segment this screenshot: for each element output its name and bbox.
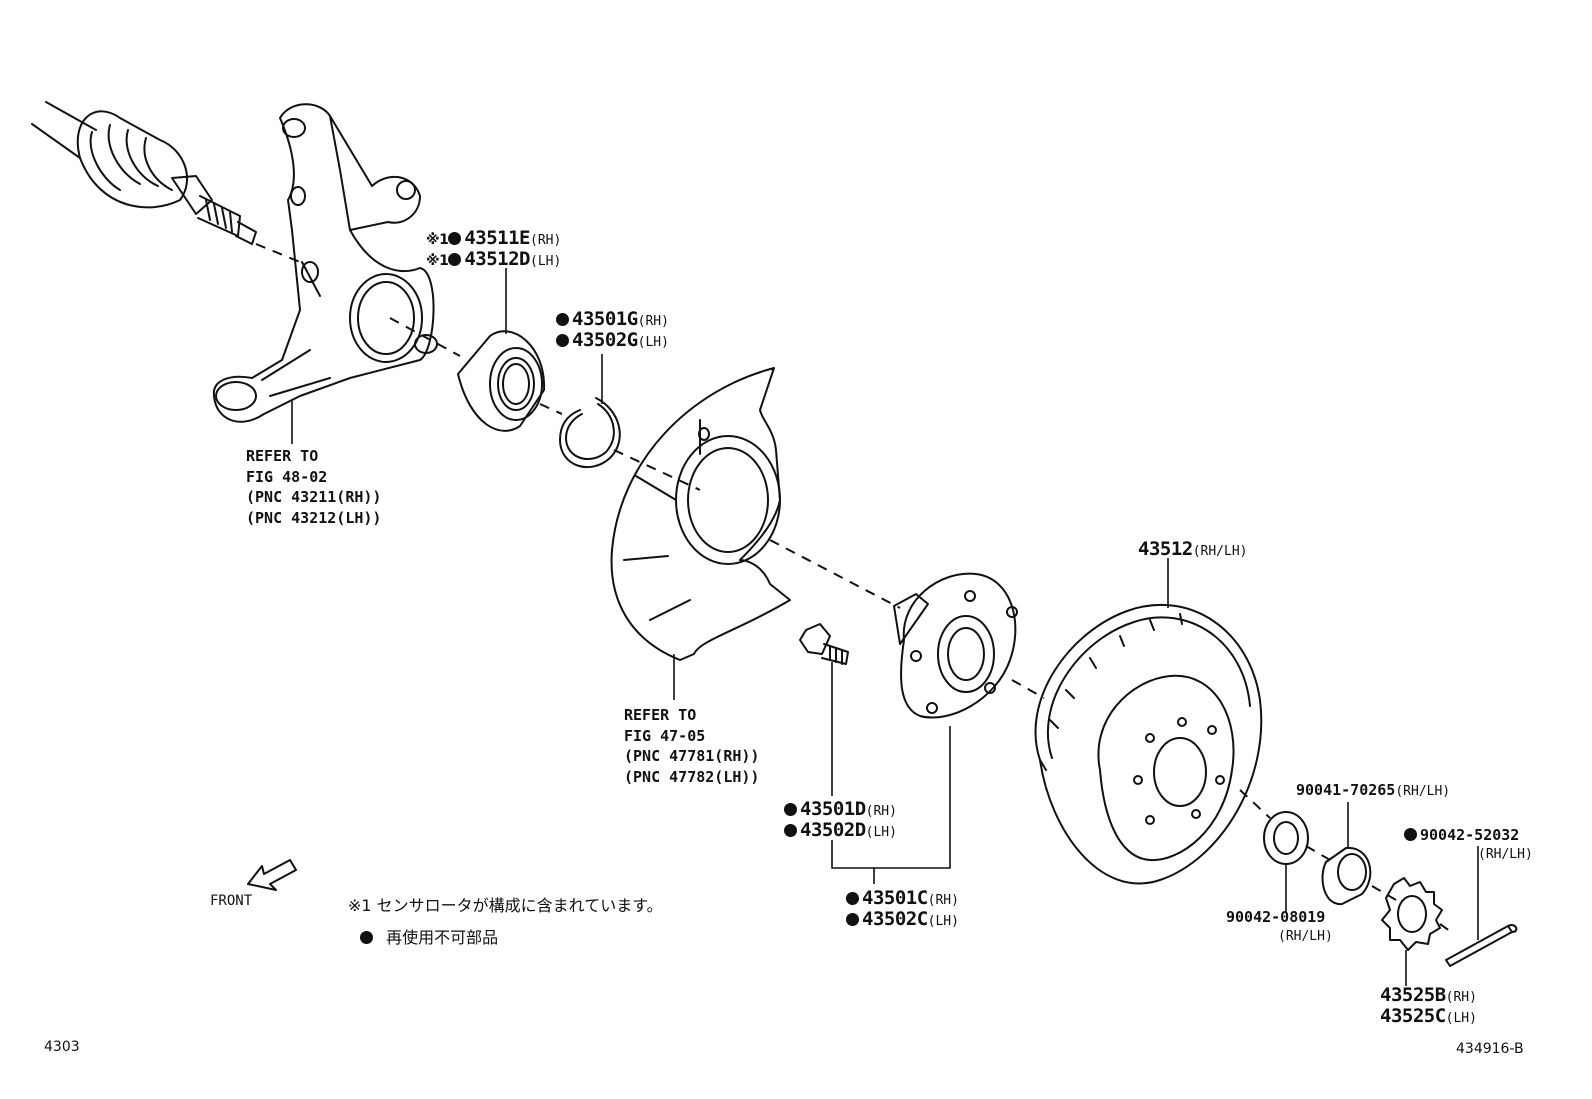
note1-mark: ※1 bbox=[426, 253, 449, 269]
part-number: 43501C bbox=[862, 887, 928, 909]
label-43501d: 43501D(RH) bbox=[784, 800, 897, 819]
ref-line: FIG 47-05 bbox=[624, 726, 706, 745]
part-number: 43525B bbox=[1380, 984, 1446, 1006]
label-43512: 43512(RH/LH) bbox=[1138, 540, 1248, 559]
footer-left: 4303 bbox=[44, 1039, 80, 1055]
washer bbox=[1263, 811, 1309, 865]
legend-note2: 再使用不可部品 bbox=[360, 930, 498, 946]
legend-note2-text: 再使用不可部品 bbox=[386, 928, 499, 947]
front-arrow-icon bbox=[247, 859, 297, 891]
label-43502g: 43502G(LH) bbox=[556, 331, 669, 350]
non-reusable-dot-icon bbox=[846, 892, 859, 905]
ref-knuckle: REFER TO FIG 48-02 (PNC 43211(RH)) (PNC … bbox=[246, 446, 381, 529]
non-reusable-dot-icon bbox=[784, 824, 797, 837]
label-90042-08019-side: (RH/LH) bbox=[1278, 929, 1333, 944]
part-side: (RH) bbox=[530, 233, 562, 248]
ref-dust-cover: REFER TO FIG 47-05 (PNC 47781(RH)) (PNC … bbox=[624, 705, 759, 788]
non-reusable-dot-icon bbox=[846, 913, 859, 926]
leader-lines bbox=[291, 268, 1479, 986]
brake-disc bbox=[1034, 603, 1263, 885]
label-43501g: 43501G(RH) bbox=[556, 310, 669, 329]
drive-shaft bbox=[31, 101, 257, 245]
part-number: 43512D bbox=[464, 248, 530, 270]
part-number: 90041-70265 bbox=[1296, 781, 1396, 799]
part-side: (RH) bbox=[637, 314, 669, 329]
ref-line: (PNC 47781(RH)) bbox=[624, 747, 760, 766]
label-43501c: 43501C(RH) bbox=[846, 889, 959, 908]
part-number: 43501G bbox=[572, 308, 638, 330]
ref-line: REFER TO bbox=[246, 447, 319, 465]
steering-knuckle bbox=[212, 103, 438, 423]
ref-line: (PNC 43212(LH)) bbox=[246, 509, 382, 528]
nut-lock-cap bbox=[1381, 877, 1443, 951]
ref-line: REFER TO bbox=[624, 706, 697, 724]
part-side: (LH) bbox=[927, 914, 959, 929]
footer-right: 434916-B bbox=[1456, 1041, 1524, 1057]
part-number: 43512 bbox=[1138, 538, 1193, 560]
label-90042-08019: 90042-08019 bbox=[1226, 910, 1325, 925]
wheel-hub bbox=[893, 572, 1018, 719]
non-reusable-dot-icon bbox=[556, 334, 569, 347]
non-reusable-dot-icon bbox=[448, 232, 462, 245]
part-side: (LH) bbox=[530, 254, 562, 269]
part-number: 43502C bbox=[862, 908, 928, 930]
center-axis bbox=[255, 243, 1455, 935]
non-reusable-dot-icon bbox=[784, 803, 797, 816]
ref-line: FIG 48-02 bbox=[246, 467, 328, 486]
part-number: 90042-08019 bbox=[1226, 908, 1326, 926]
legend-note1: ※1 センサロータが構成に含まれています。 bbox=[348, 896, 663, 915]
label-90042-52032-side: (RH/LH) bbox=[1478, 847, 1533, 862]
part-side: (LH) bbox=[1445, 1011, 1477, 1026]
label-43502c: 43502C(LH) bbox=[846, 910, 959, 929]
ref-line: (PNC 47782(LH)) bbox=[624, 768, 760, 787]
dust-cover bbox=[610, 367, 791, 661]
hub-nut bbox=[1321, 846, 1372, 906]
note1-mark: ※1 bbox=[426, 232, 449, 248]
part-number: 43502D bbox=[800, 819, 866, 841]
label-43511e: ※1 43511E(RH) bbox=[426, 229, 561, 248]
front-label: FRONT bbox=[210, 893, 253, 909]
label-90041-70265: 90041-70265(RH/LH) bbox=[1296, 781, 1451, 799]
cotter-pin bbox=[1445, 924, 1518, 967]
part-side: (RH/LH) bbox=[1395, 784, 1451, 799]
snap-ring bbox=[559, 397, 621, 468]
hub-bearing bbox=[457, 330, 546, 432]
non-reusable-dot-icon bbox=[448, 253, 462, 266]
part-number: 43525C bbox=[1380, 1005, 1446, 1027]
non-reusable-dot-icon bbox=[1404, 828, 1417, 841]
label-43525c: 43525C(LH) bbox=[1380, 1007, 1477, 1026]
part-number: 43511E bbox=[464, 227, 530, 249]
label-43525b: 43525B(RH) bbox=[1380, 986, 1477, 1005]
label-90042-52032: 90042-52032 bbox=[1404, 828, 1519, 843]
part-side: (LH) bbox=[865, 825, 897, 840]
part-side: (RH) bbox=[927, 893, 959, 908]
label-43502d: 43502D(LH) bbox=[784, 821, 897, 840]
part-side: (RH/LH) bbox=[1192, 544, 1248, 559]
hub-bolt bbox=[799, 623, 849, 665]
label-43512d: ※1 43512D(LH) bbox=[426, 250, 561, 269]
part-number: 43502G bbox=[572, 329, 638, 351]
ref-line: (PNC 43211(RH)) bbox=[246, 488, 382, 507]
part-side: (RH) bbox=[865, 804, 897, 819]
non-reusable-dot-icon bbox=[556, 313, 569, 326]
part-side: (RH) bbox=[1445, 990, 1477, 1005]
part-side: (LH) bbox=[637, 335, 669, 350]
non-reusable-dot-icon bbox=[360, 931, 373, 944]
part-number: 43501D bbox=[800, 798, 866, 820]
part-number: 90042-52032 bbox=[1420, 826, 1520, 844]
